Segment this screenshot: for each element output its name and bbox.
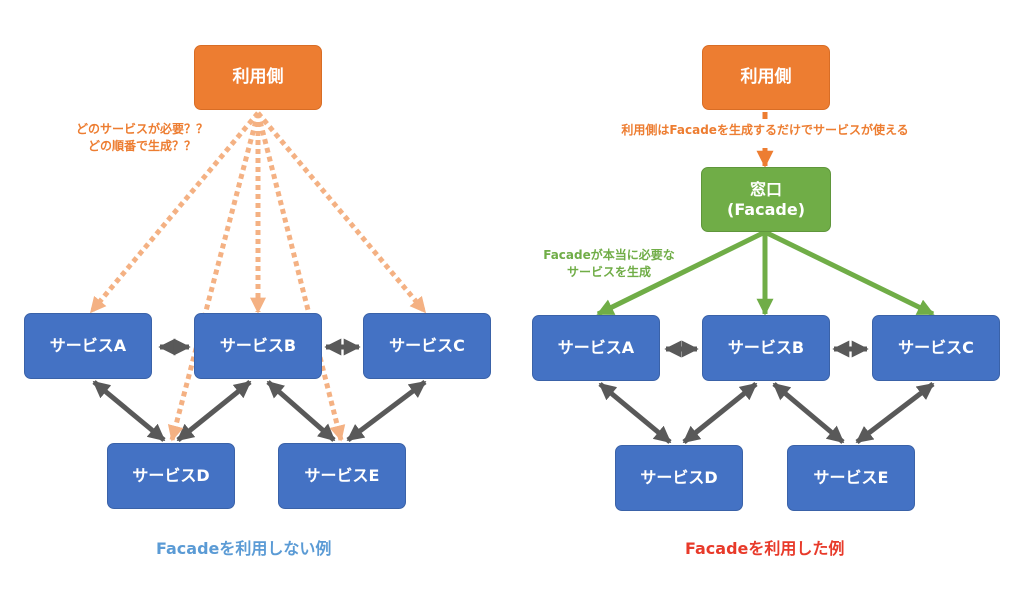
left-call-to-c [256,111,427,314]
left-call-to-d [167,112,261,442]
right-arrow-a-d [598,382,672,444]
left-caption: Facadeを利用しない例 [156,539,332,558]
left-arrow-c-e [346,380,427,442]
right-user-note: 利用側はFacadeを生成するだけでサービスが使える [621,123,909,137]
left-arrow-b-e [266,380,336,442]
left-user-note-line-1: どのサービスが必要？？ [75,122,208,136]
right-facade-node: 窓口 (Facade) [701,167,831,232]
right-facade-title: 窓口 [749,179,782,199]
right-service-c: サービスC [872,315,1000,381]
left-call-to-e [255,112,346,442]
left-user-note: どのサービスが必要？？ どの順番で生成？？ [52,121,232,156]
right-caption: Facadeを利用した例 [685,539,845,558]
left-dependency-arrows [92,338,427,442]
right-service-b: サービスB [702,315,830,381]
right-facade-note: Facadeが本当に必要な サービスを生成 [524,247,694,282]
right-service-e: サービスE [787,445,915,511]
left-user-note-line-2: どの順番で生成？？ [87,139,196,154]
right-facade-subtitle: (Facade) [727,199,805,219]
right-arrow-b-d [682,382,758,444]
right-facade-arrows [596,229,935,317]
left-arrow-b-d [176,380,252,442]
left-service-c: サービスC [363,313,491,379]
right-arrow-b-e [772,382,845,444]
right-facade-to-a [596,229,767,317]
right-service-d: サービスD [615,445,743,511]
left-service-a: サービスA [24,313,152,379]
left-user-node: 利用側 [194,45,322,110]
right-service-a: サービスA [532,315,660,381]
right-facade-to-c [763,229,935,317]
right-facade-note-line-1: Facadeが本当に必要な [543,248,675,262]
right-user-node: 利用側 [702,45,830,110]
right-dependency-arrows [598,340,935,444]
right-facade-note-line-2: サービスを生成 [566,265,651,280]
left-arrow-a-d [92,380,166,442]
left-direct-call-arrows [89,111,427,442]
left-call-to-a [89,111,260,314]
right-arrow-c-e [855,382,935,444]
left-service-b: サービスB [194,313,322,379]
left-service-e: サービスE [278,443,406,509]
left-service-d: サービスD [107,443,235,509]
